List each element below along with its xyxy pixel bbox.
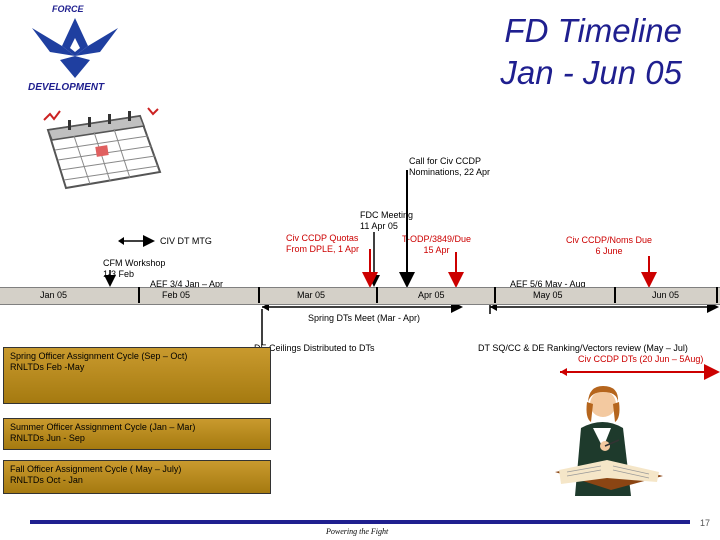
month-label-feb: Feb 05 [162, 290, 191, 300]
spring-cycle-box: Spring Officer Assignment Cycle (Sep – O… [3, 347, 271, 404]
civ-quotas-label: Civ CCDP Quotas [286, 233, 359, 243]
civ-quotas-date: From DPLE, 1 Apr [286, 244, 360, 254]
civ-ccdp-quotas-text: Civ CCDP Quotas From DPLE, 1 Apr [286, 233, 359, 255]
civ-noms-date: 6 June [595, 246, 623, 256]
call-for-nominations-label: Call for Civ CCDP Nominations, 22 Apr [409, 156, 491, 177]
fdc-meeting-text: FDC Meeting 11 Apr 05 [360, 210, 414, 232]
footer-tagline: Powering the Fight [326, 527, 389, 536]
summer-cycle-box: Summer Officer Assignment Cycle (Jan – M… [3, 418, 271, 450]
fall-cycle-line1: Fall Officer Assignment Cycle ( May – Ju… [10, 464, 182, 474]
timeline-tick-mar [376, 287, 378, 303]
cfm-workshop-text: CFM Workshop 1-3 Feb [103, 258, 165, 280]
month-label-apr: Apr 05 [418, 290, 445, 300]
aef-34-text: AEF 3/4 Jan – Apr [150, 279, 224, 289]
cfm-workshop-label: CFM Workshop [103, 258, 166, 268]
force-development-logo: FORCE DEVELOPMENT [28, 4, 123, 94]
civ-noms-label: Civ CCDP/Noms Due [566, 235, 653, 245]
air-force-wings-icon [32, 18, 118, 78]
logo-bottom-text: DEVELOPMENT [28, 82, 105, 93]
footer-line [30, 520, 690, 524]
month-label-may: May 05 [533, 290, 563, 300]
logo-top-text: FORCE [52, 4, 84, 14]
summer-cycle-line2: RNLTDs Jun - Sep [10, 433, 85, 443]
aef-56-text: AEF 5/6 May - Aug [510, 279, 586, 289]
de-ceilings-text: DE Ceilings Distributed to DTs [254, 343, 375, 353]
page-title-line2: Jan - Jun 05 [500, 54, 682, 91]
todp-due-text: T-ODP/3849/Due 15 Apr [402, 234, 471, 256]
month-label-jun: Jun 05 [652, 290, 680, 300]
spring-dts-text: Spring DTs Meet (Mar - Apr) [308, 313, 421, 323]
timeline-tick-may [614, 287, 616, 303]
timeline-tick-jun [716, 287, 718, 303]
summer-cycle-line1: Summer Officer Assignment Cycle (Jan – M… [10, 422, 196, 432]
fdc-meeting-label: FDC Meeting [360, 210, 414, 220]
fall-cycle-line2: RNLTDs Oct - Jan [10, 475, 83, 485]
call-for-nominations-text: Call for Civ CCDP Nominations, 22 Apr [409, 156, 509, 178]
month-label-jan: Jan 05 [40, 290, 68, 300]
spring-cycle-line2: RNLTDs Feb -May [10, 362, 85, 372]
todp-due-label: T-ODP/3849/Due [402, 234, 472, 244]
civ-dt-mtg-text: CIV DT MTG [160, 236, 212, 246]
page-number: 17 [699, 518, 710, 528]
page-title-line1: FD Timeline [504, 12, 682, 49]
timeline-tick-jan [138, 287, 140, 303]
cfm-workshop-date: 1-3 Feb [103, 269, 135, 279]
fall-cycle-box: Fall Officer Assignment Cycle ( May – Ju… [3, 460, 271, 494]
todp-due-date: 15 Apr [423, 245, 450, 255]
timeline-tick-feb [258, 287, 260, 303]
civ-noms-due-text: Civ CCDP/Noms Due 6 June [566, 235, 652, 257]
timeline-tick-apr [494, 287, 496, 303]
fdc-meeting-date: 11 Apr 05 [360, 221, 398, 231]
calendar-icon [43, 107, 162, 190]
timeline-bar [0, 287, 720, 305]
civ-ccdp-dts-text: Civ CCDP DTs (20 Jun – 5Aug) [578, 354, 704, 364]
spring-cycle-line1: Spring Officer Assignment Cycle (Sep – O… [10, 351, 188, 361]
month-label-mar: Mar 05 [297, 290, 326, 300]
reading-woman-icon [555, 386, 663, 496]
dt-sqcc-text: DT SQ/CC & DE Ranking/Vectors review (Ma… [478, 343, 688, 353]
